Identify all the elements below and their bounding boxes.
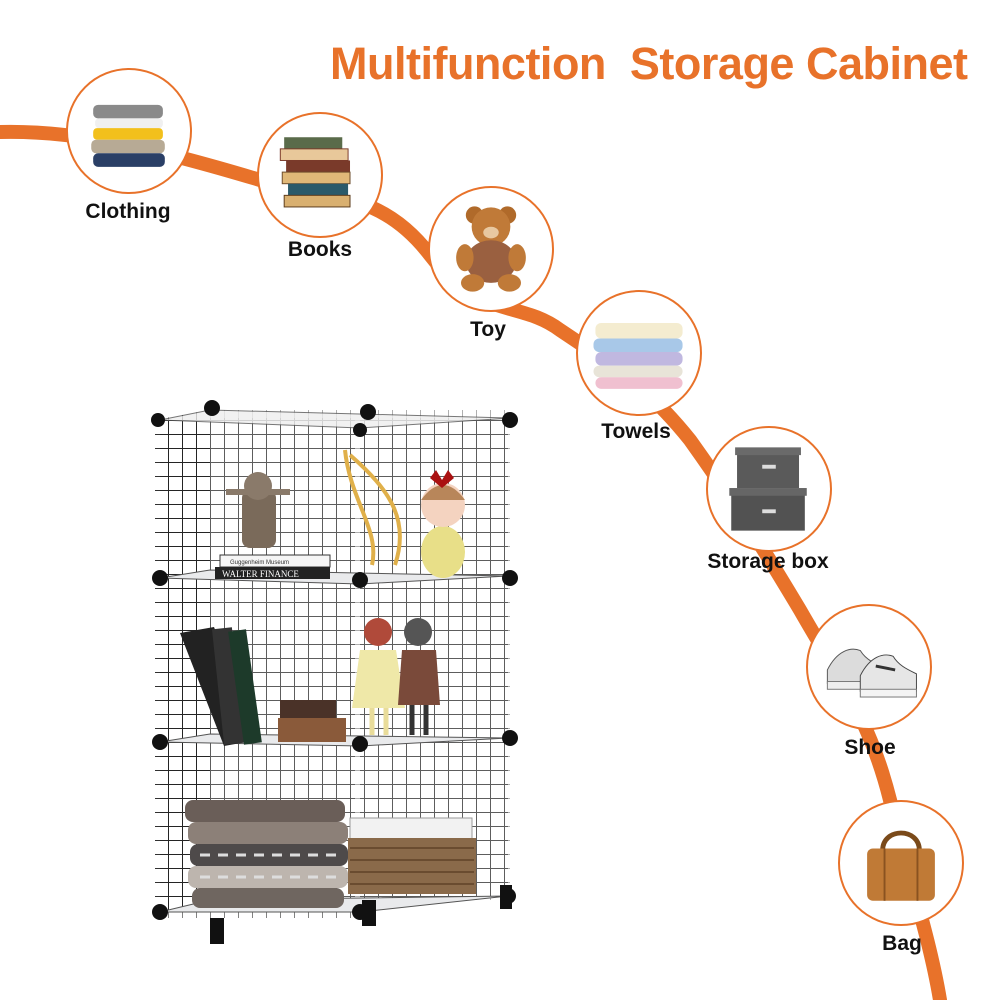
toy-circle — [428, 186, 554, 312]
sneakers-icon — [826, 648, 917, 698]
towels-circle — [576, 290, 702, 416]
shoe-circle — [806, 604, 932, 730]
wire-cabinet: WALTER FINANCE Guggenheim Museum — [151, 400, 518, 944]
towels-label: Towels — [601, 420, 671, 443]
toy-label: Toy — [470, 318, 506, 341]
clothing-label: Clothing — [85, 200, 171, 223]
storage-box-circle — [706, 426, 832, 552]
book-spine-text: WALTER FINANCE — [222, 569, 299, 579]
towel-stack-icon — [593, 322, 683, 389]
svg-text:Guggenheim Museum: Guggenheim Museum — [230, 560, 289, 566]
teddy-bear-icon — [456, 206, 526, 292]
handbag-icon — [867, 830, 935, 901]
bag-label: Bag — [882, 932, 922, 955]
books-circle — [257, 112, 383, 238]
folded-clothes-icon — [91, 104, 165, 167]
page-title: Multifunction Storage Cabinet — [330, 38, 968, 89]
books-label: Books — [287, 238, 353, 261]
clothing-circle — [66, 68, 192, 194]
storage-box-label: Storage box — [707, 550, 829, 573]
bag-circle — [838, 800, 964, 926]
book-stack-icon — [279, 137, 351, 208]
storage-box-icon — [729, 447, 807, 531]
shoe-label: Shoe — [844, 736, 896, 759]
